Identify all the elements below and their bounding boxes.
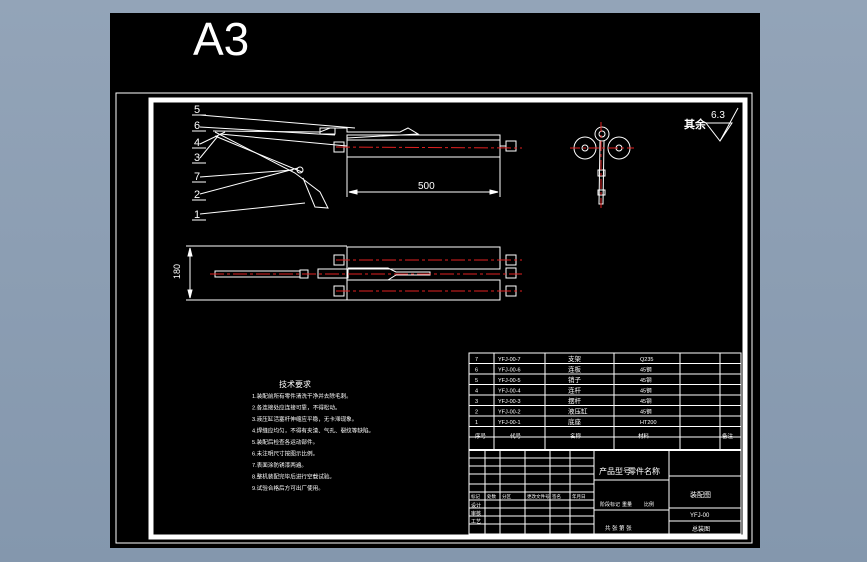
balloon-6: 6 xyxy=(194,120,200,132)
bom-header-seq: 序号 xyxy=(475,432,487,440)
bom-name: 液压缸 xyxy=(568,407,588,416)
bom-seq: 5 xyxy=(475,378,478,384)
bom-code: YFJ-00-6 xyxy=(498,368,521,374)
bom-code: YFJ-00-4 xyxy=(498,389,521,395)
roughness-value: 6.3 xyxy=(711,110,725,121)
notes-title: 技术要求 xyxy=(279,379,311,389)
bom-name: 销子 xyxy=(568,375,582,384)
bom-name: 摆杆 xyxy=(568,396,582,405)
bom-seq: 6 xyxy=(475,368,478,374)
roughness-prefix: 其余 xyxy=(684,117,707,131)
product-label: 产品型号 xyxy=(599,466,631,476)
bom-material: 45钢 xyxy=(640,376,652,384)
bom-name: 底座 xyxy=(568,417,582,426)
bom-header-code: 代号 xyxy=(510,432,522,440)
note-line: 9.试验合格后方可出厂使用。 xyxy=(252,484,324,492)
dim-width: 180 xyxy=(172,264,182,279)
bom-name: 连板 xyxy=(568,365,582,374)
bom-header-name: 名称 xyxy=(570,432,582,440)
balloon-2: 2 xyxy=(194,189,200,201)
balloon-4: 4 xyxy=(194,137,200,149)
parts-list: 7 YFJ-00-7 支架 Q235 6 YFJ-00-6 连板 45钢 5 YFJ-00-5 销子… xyxy=(475,354,734,440)
sheet-label: 共 张 第 张 xyxy=(605,524,632,532)
bom-header-material: 材料 xyxy=(638,432,650,440)
title-block-frame xyxy=(468,352,742,535)
note-line: 5.装配后检查各运动部件。 xyxy=(252,438,318,446)
bom-seq: 3 xyxy=(475,399,478,405)
note-line: 3.液压缸活塞杆伸缩应平稳，无卡滞现象。 xyxy=(252,415,357,423)
bom-name: 连杆 xyxy=(568,386,582,395)
sig-label: 标记 xyxy=(471,493,480,500)
note-line: 8.整机装配完毕后进行空载试验。 xyxy=(252,473,335,481)
scale-label: 阶段标记 xyxy=(600,501,620,508)
bom-material: HT200 xyxy=(640,420,657,426)
balloon-leaders xyxy=(199,114,356,215)
bom-code: YFJ-00-2 xyxy=(498,410,521,416)
bom-code: YFJ-00-5 xyxy=(498,378,521,384)
bom-seq: 2 xyxy=(475,410,478,416)
technical-notes: 1.装配前所有零件清洗干净并去除毛刺。 2.各连接处应连接可靠，不得松动。 3.液压… xyxy=(252,392,374,492)
bom-material: 45钢 xyxy=(640,366,652,374)
top-view xyxy=(186,245,517,301)
note-line: 4.焊缝应均匀，不得有夹渣、气孔、裂纹等缺陷。 xyxy=(252,427,374,435)
bom-code: YFJ-00-7 xyxy=(498,357,521,363)
outer-frame xyxy=(115,92,753,544)
bom-seq: 4 xyxy=(475,389,478,395)
company-name: 总装图 xyxy=(692,525,710,533)
balloon-1: 1 xyxy=(194,209,200,221)
bom-name: 支架 xyxy=(568,354,582,363)
title-block: 标记处数分区 更改文件号签名 年月日设计审核工艺 产品型号零件名称装配图 YFJ-00 总… xyxy=(471,466,711,533)
scale-label: 比例 xyxy=(644,501,654,508)
part-label: 零件名称 xyxy=(628,466,660,476)
dim-length: 500 xyxy=(418,181,435,192)
sig-label: 更改文件号 xyxy=(527,493,550,500)
role-label: 审核 xyxy=(471,510,481,517)
note-line: 7.表面涂防锈漆两遍。 xyxy=(252,461,307,469)
bom-material: Q235 xyxy=(640,357,653,363)
note-line: 1.装配前所有零件清洗干净并去除毛刺。 xyxy=(252,392,352,400)
top-centerlines xyxy=(210,259,522,292)
bom-seq: 1 xyxy=(475,420,478,426)
drawing-name: 装配图 xyxy=(690,490,711,499)
scale-label: 重量 xyxy=(622,501,632,508)
bom-code: YFJ-00-3 xyxy=(498,399,521,405)
balloon-7: 7 xyxy=(194,171,200,183)
bom-seq: 7 xyxy=(475,357,478,363)
inner-frame xyxy=(148,97,748,540)
bom-header-remark: 备注 xyxy=(722,432,734,440)
balloon-labels: 5 6 4 3 7 2 1 xyxy=(192,104,206,221)
sig-label: 分区 xyxy=(502,493,511,500)
role-label: 设计 xyxy=(471,502,481,509)
front-view xyxy=(212,127,517,209)
sig-label: 签名 xyxy=(552,493,561,500)
centerline xyxy=(335,146,523,149)
sig-label: 年月日 xyxy=(572,493,586,500)
bom-material: 45钢 xyxy=(640,387,652,395)
balloon-3: 3 xyxy=(194,152,200,164)
note-line: 2.各连接处应连接可靠，不得松动。 xyxy=(252,404,341,412)
role-label: 工艺 xyxy=(471,519,481,525)
sheet-size-label: A3 xyxy=(193,13,249,65)
note-line: 6.未注明尺寸按图示比例。 xyxy=(252,450,318,458)
roughness-symbol-icon xyxy=(704,107,739,142)
bom-code: YFJ-00-1 xyxy=(498,420,521,426)
bom-material: 45钢 xyxy=(640,397,652,405)
drawing-no: YFJ-00 xyxy=(690,513,710,519)
bom-material: 45钢 xyxy=(640,408,652,416)
sig-label: 处数 xyxy=(487,493,496,500)
balloon-5: 5 xyxy=(194,104,200,116)
